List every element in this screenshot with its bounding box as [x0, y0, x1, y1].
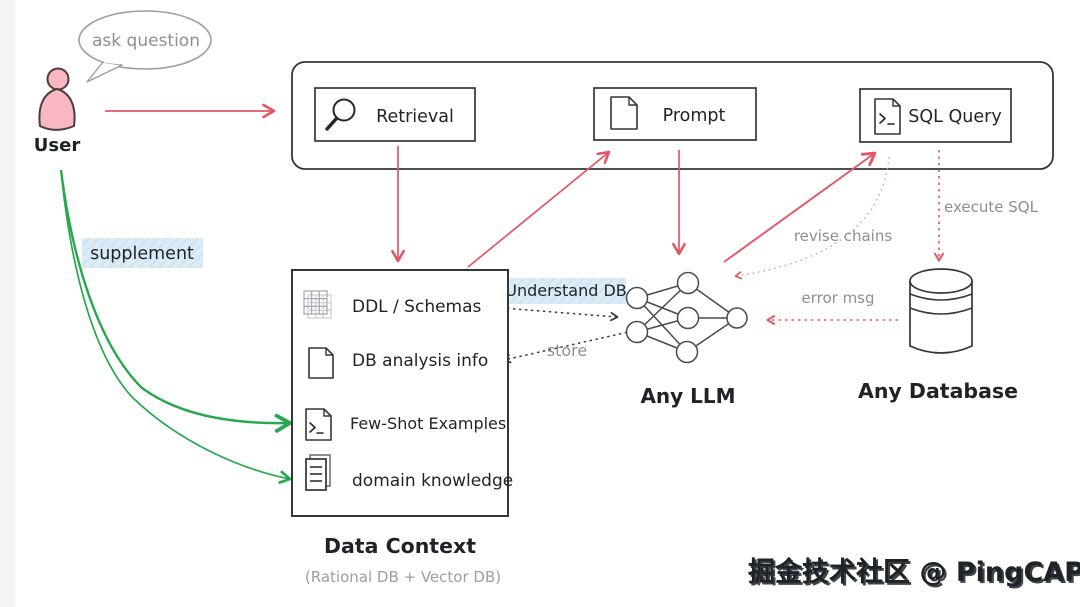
- terminal-file-icon: [874, 98, 901, 135]
- arrow-supplement-domain: [60, 169, 292, 484]
- domain-knowledge-label: domain knowledge: [352, 471, 513, 491]
- stacked-docs-icon: [305, 454, 331, 491]
- document-icon: [610, 96, 638, 130]
- left-edge-strip: [0, 0, 15, 607]
- error-msg-label: error msg: [801, 289, 874, 307]
- any-database-label: Any Database: [858, 379, 1018, 403]
- arrow-llm-to-sqlquery: [723, 151, 877, 263]
- retrieval-box: Retrieval: [314, 87, 476, 142]
- understand-db-annotation: Understand DB: [505, 278, 627, 304]
- arrow-supplement-fewshot: [59, 169, 292, 433]
- prompt-box: Prompt: [593, 87, 757, 141]
- watermark-shadow: 掘金技术社区 @ PingCAP: [750, 558, 1080, 590]
- speech-bubble: ask question: [78, 10, 212, 83]
- neural-network-icon: [625, 271, 748, 364]
- watermark: 掘金技术社区 @ PingCAP 掘金技术社区 @ PingCAP: [748, 556, 1080, 590]
- supplement-label: supplement: [90, 244, 194, 264]
- sql-query-box: SQL Query: [859, 88, 1012, 143]
- data-context-title: Data Context: [324, 534, 476, 558]
- user-label: User: [34, 135, 81, 156]
- db-analysis-info-label: DB analysis info: [352, 351, 488, 371]
- few-shot-examples-label: Few-Shot Examples: [350, 414, 506, 433]
- database-icon: [909, 268, 973, 354]
- magnifier-icon: [325, 98, 356, 131]
- understand-db-label: Understand DB: [505, 281, 627, 300]
- data-context-box: DDL / Schemas DB analysis info Few-Shot …: [291, 269, 513, 517]
- document-icon: [308, 347, 334, 379]
- ask-question-label: ask question: [92, 31, 200, 51]
- table-grid-icon: [303, 290, 332, 319]
- ddl-schemas-label: DDL / Schemas: [352, 297, 482, 317]
- execute-sql-label: execute SQL: [944, 198, 1039, 216]
- data-context-subtitle: (Rational DB + Vector DB): [305, 568, 501, 586]
- supplement-annotation: supplement: [82, 238, 203, 268]
- retrieval-label: Retrieval: [376, 107, 454, 127]
- arrow-datacontext-to-prompt: [467, 150, 611, 268]
- prompt-label: Prompt: [663, 106, 726, 126]
- arrow-revise-chains: [734, 156, 890, 280]
- store-label: store: [547, 341, 587, 360]
- terminal-file-icon: [305, 408, 332, 441]
- arrow-store: [502, 330, 634, 364]
- user-icon: [38, 67, 76, 131]
- sql-query-label: SQL Query: [908, 107, 1001, 127]
- any-llm-label: Any LLM: [640, 384, 735, 408]
- revise-chains-label: revise chains: [794, 227, 893, 245]
- watermark-text: 掘金技术社区 @ PingCAP: [748, 556, 1080, 588]
